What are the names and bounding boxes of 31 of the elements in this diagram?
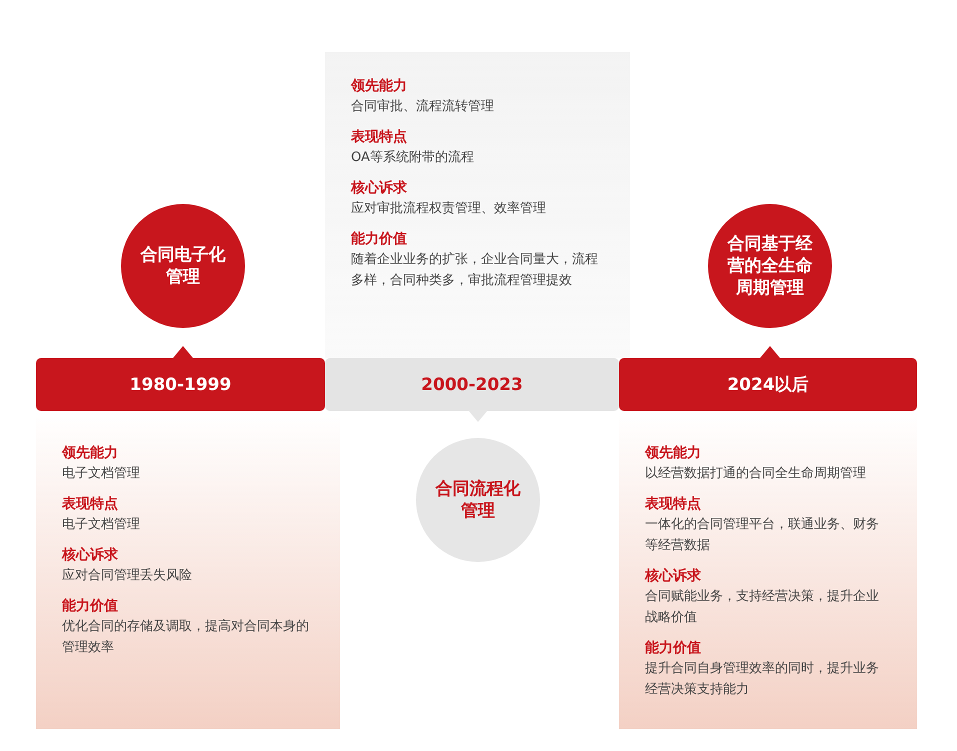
section-heading: 核心诉求 (62, 546, 119, 565)
section-text: 提升合同自身管理效率的同时，提升业务经营决策支持能力 (645, 660, 880, 699)
section-heading: 领先能力 (645, 444, 702, 463)
stage-circle: 合同基于经营的全生命周期管理 (708, 204, 832, 328)
section-text: 电子文档管理 (62, 465, 141, 483)
section-heading: 表现特点 (351, 128, 408, 147)
period-bar: 1980-1999 (36, 358, 325, 411)
section-text: 合同赋能业务，支持经营决策，提升企业战略价值 (645, 588, 880, 627)
section-heading: 能力价值 (62, 597, 119, 616)
section-heading: 领先能力 (62, 444, 119, 463)
card-background (325, 52, 630, 358)
period-bar: 2000-2023 (325, 358, 619, 411)
section-text: 以经营数据打通的合同全生命周期管理 (645, 465, 867, 483)
section-text: 应对审批流程权责管理、效率管理 (351, 200, 547, 218)
section-text: 优化合同的存储及调取，提高对合同本身的管理效率 (62, 618, 310, 657)
section-text: 合同审批、流程流转管理 (351, 98, 495, 116)
section-heading: 表现特点 (62, 495, 119, 514)
stage-circle: 合同流程化管理 (416, 438, 540, 562)
section-heading: 领先能力 (351, 77, 408, 96)
section-heading: 能力价值 (351, 230, 408, 249)
stage-circle: 合同电子化管理 (121, 204, 245, 328)
section-heading: 能力价值 (645, 639, 702, 658)
section-text: 随着企业业务的扩张，企业合同量大，流程多样，合同种类多，审批流程管理提效 (351, 251, 599, 290)
section-text: 电子文档管理 (62, 516, 141, 534)
period-bar: 2024以后 (619, 358, 917, 411)
section-text: 应对合同管理丢失风险 (62, 567, 193, 585)
section-heading: 核心诉求 (645, 566, 702, 586)
section-text: OA等系统附带的流程 (351, 149, 475, 167)
section-text: 一体化的合同管理平台，联通业务、财务等经营数据 (645, 516, 880, 555)
section-heading: 表现特点 (645, 495, 702, 514)
section-heading: 核心诉求 (351, 178, 408, 198)
